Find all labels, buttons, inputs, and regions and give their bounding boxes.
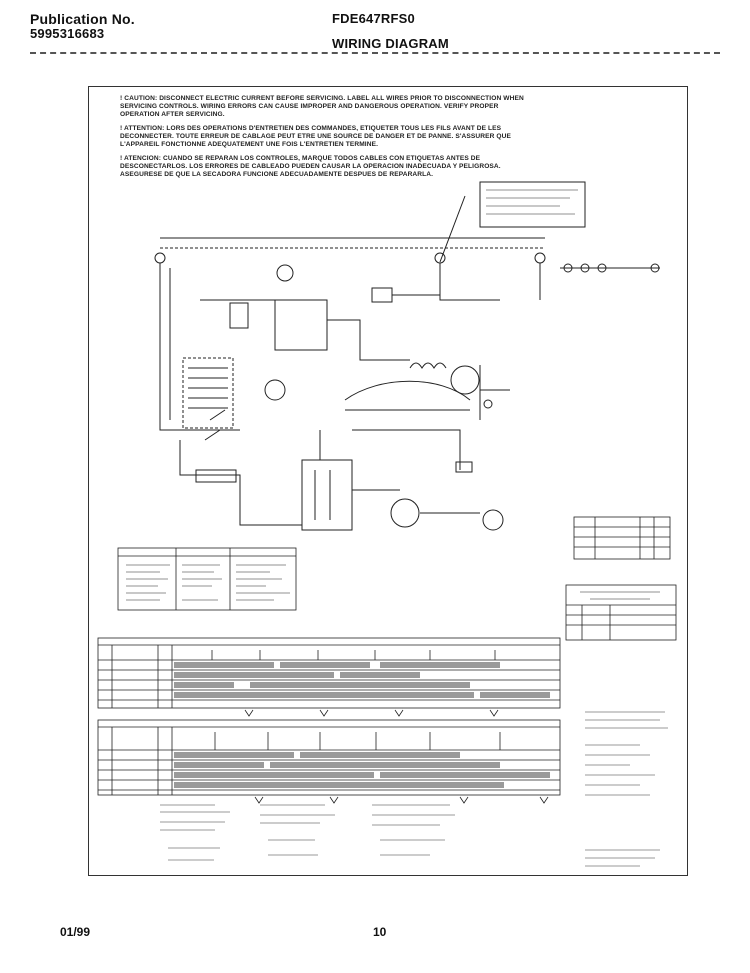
header-divider — [30, 52, 720, 54]
publication-number: 5995316683 — [30, 26, 105, 41]
page-number: 10 — [373, 925, 387, 939]
section-title: WIRING DIAGRAM — [332, 36, 449, 51]
model-number: FDE647RFS0 — [332, 11, 415, 26]
issue-date: 01/99 — [60, 925, 91, 939]
wiring-diagram-frame — [88, 86, 688, 876]
caution-french: ! ATTENTION: LORS DES OPERATIONS D'ENTRE… — [120, 125, 512, 148]
publication-label: Publication No. — [30, 11, 135, 27]
caution-english: ! CAUTION: DISCONNECT ELECTRIC CURRENT B… — [120, 95, 524, 118]
caution-spanish: ! ATENCION: CUANDO SE REPARAN LOS CONTRO… — [120, 155, 501, 178]
